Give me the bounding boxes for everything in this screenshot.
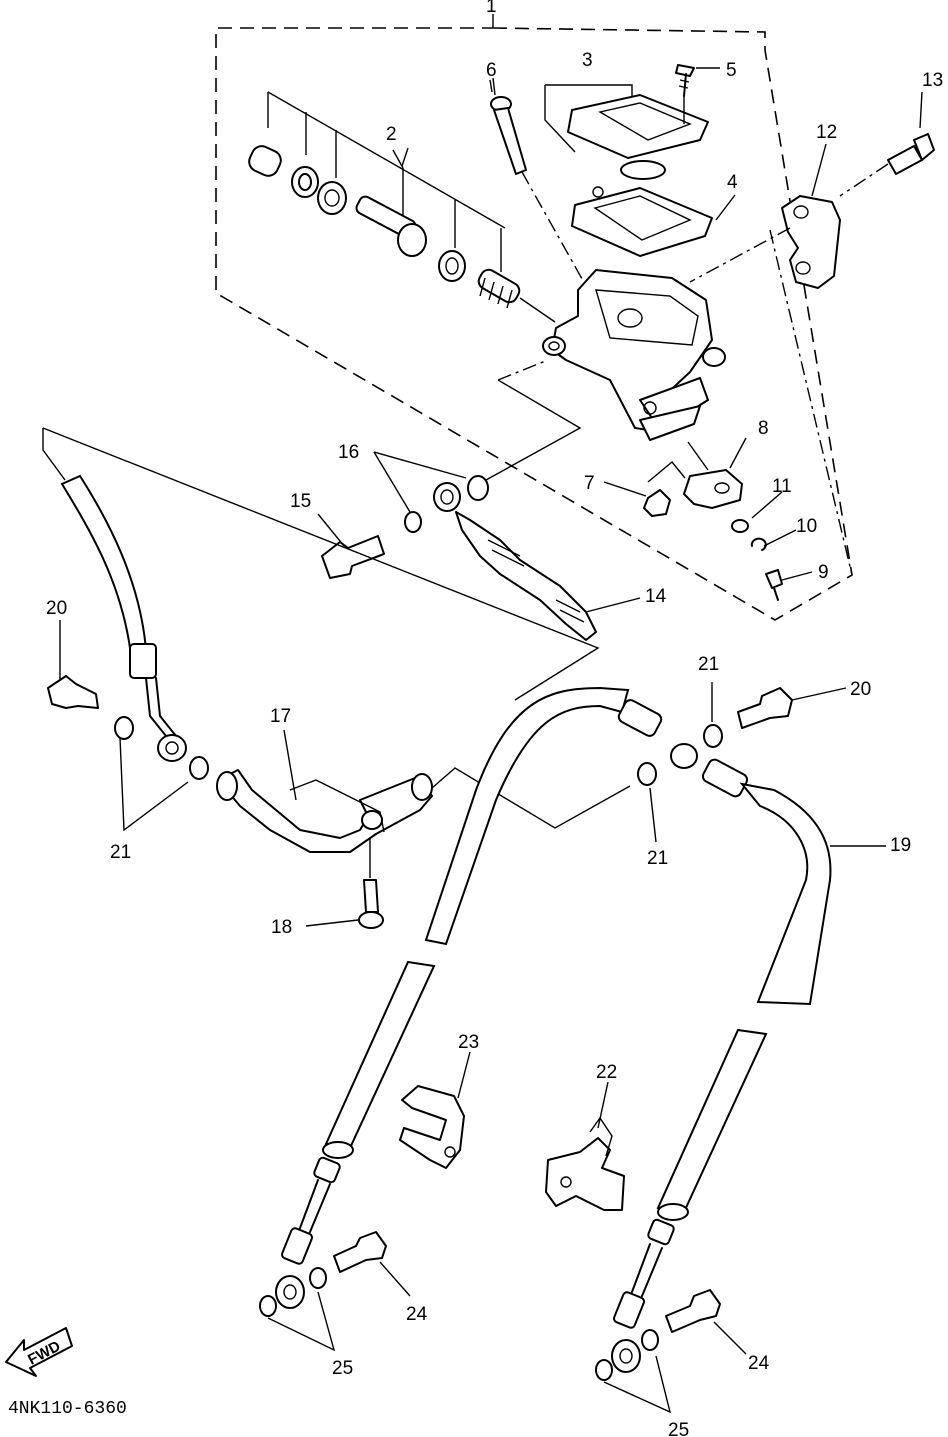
callout-21-left: 21 [110,842,131,863]
callout-10: 10 [796,516,817,537]
callout-17: 17 [270,706,291,727]
assembly-1-boundary [215,27,853,621]
callout-5: 5 [726,60,737,81]
brake-hose-left-upper [60,474,187,762]
callout-15: 15 [290,491,311,512]
brake-hose-lower-right [595,1028,768,1414]
bolt-24-left [333,1231,411,1297]
hose-clamp-23 [399,1051,471,1169]
brake-hose-19 [424,686,886,1006]
callout-25-right: 25 [668,1420,689,1437]
callout-4: 4 [727,172,738,193]
callout-21-lower-right: 21 [647,848,668,869]
callout-19: 19 [890,835,911,856]
hose-clamp-22 [545,1081,625,1211]
callout-13: 13 [922,70,943,91]
callout-8: 8 [758,418,769,439]
guide-left [42,428,66,481]
union-bolt-20-right [737,687,847,729]
fwd-arrow-icon: FWD [5,1327,73,1377]
master-cylinder-body [542,269,726,441]
callout-6: 6 [486,60,497,81]
piston-kit-parts [248,91,556,323]
callout-12: 12 [816,122,837,143]
bolt-24-right [665,1289,747,1355]
callout-16: 16 [338,442,359,463]
washers-21 [114,682,723,843]
reservoir-cap-parts [544,64,736,257]
holder-and-bolt [689,133,935,576]
callout-22: 22 [596,1062,617,1083]
callout-7: 7 [584,473,595,494]
callout-leaders [317,79,923,613]
drawing-number: 4NK110-6360 [8,1399,127,1419]
callout-2: 2 [386,124,397,145]
guide-diag [42,427,600,701]
callout-20-left: 20 [46,598,67,619]
union-bolt-20-left [47,620,99,709]
callout-23: 23 [458,1032,479,1053]
callout-24-right: 24 [748,1353,770,1374]
brake-switch-parts [643,441,783,601]
callout-24-left: 24 [406,1304,428,1325]
callout-labels: 1 2 3 4 5 6 7 8 9 10 11 12 13 14 15 16 1… [46,0,943,1437]
callout-11: 11 [772,476,792,497]
callout-25-left: 25 [332,1358,353,1379]
brake-joint-17 [216,729,631,929]
callout-18: 18 [271,917,292,938]
callout-9: 9 [818,562,829,583]
callout-3: 3 [582,50,593,71]
callout-14: 14 [645,586,667,607]
brake-hose-lower-left [259,960,436,1352]
callout-21-upper-right: 21 [698,654,719,675]
callout-1: 1 [486,0,497,17]
callout-20-right: 20 [850,679,871,700]
union-bolt-hose-14 [321,359,597,641]
